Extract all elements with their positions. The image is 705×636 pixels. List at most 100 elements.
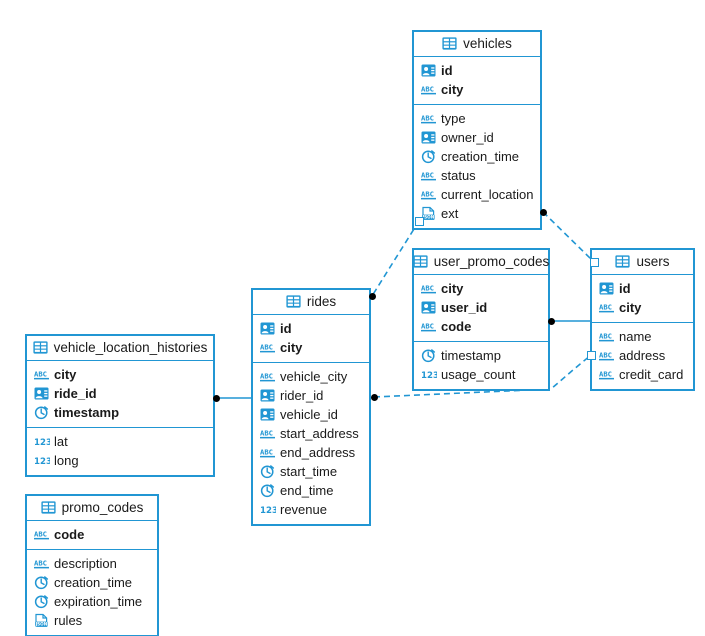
abc-text-icon: ABC xyxy=(421,281,436,296)
field-name: id xyxy=(280,321,292,336)
svg-text:ABC: ABC xyxy=(421,322,434,331)
field-name: city xyxy=(441,281,464,296)
field-name: ride_id xyxy=(54,386,97,401)
entity-header-user_promo_codes[interactable]: user_promo_codes xyxy=(413,250,549,275)
field-name: end_address xyxy=(280,445,356,460)
svg-text:123: 123 xyxy=(421,371,437,381)
field-rides-vehicle_id[interactable]: vehicle_id xyxy=(253,405,369,424)
table-icon xyxy=(442,36,457,52)
field-users-credit_card[interactable]: ABC credit_card xyxy=(592,365,693,384)
field-name: credit_card xyxy=(619,367,684,382)
field-vehicles-creation_time[interactable]: creation_time xyxy=(414,147,540,166)
entity-header-vehicle_location_histories[interactable]: vehicle_location_histories xyxy=(27,336,213,361)
svg-text:ABC: ABC xyxy=(34,370,47,379)
abc-text-icon: ABC xyxy=(260,340,275,355)
field-name: revenue xyxy=(280,502,327,517)
svg-text:ABC: ABC xyxy=(599,370,612,379)
field-vehicle_location_histories-ride_id[interactable]: ride_id xyxy=(27,384,213,403)
field-vehicle_location_histories-city[interactable]: ABC city xyxy=(27,365,213,384)
abc-text-icon: ABC xyxy=(599,348,614,363)
field-user_promo_codes-user_id[interactable]: user_id xyxy=(414,298,548,317)
field-name: rider_id xyxy=(280,388,324,403)
field-name: ext xyxy=(441,206,459,221)
field-name: expiration_time xyxy=(54,594,143,609)
relationship-start-marker-vehicles-rides xyxy=(414,216,424,226)
field-vehicles-owner_id[interactable]: owner_id xyxy=(414,128,540,147)
entity-header-promo_codes[interactable]: promo_codes xyxy=(27,496,157,521)
svg-text:ABC: ABC xyxy=(421,114,434,123)
field-rides-rider_id[interactable]: rider_id xyxy=(253,386,369,405)
field-rides-end_time[interactable]: end_time xyxy=(253,481,369,500)
relationship-end-marker-vehicles-rides xyxy=(368,292,376,300)
field-user_promo_codes-timestamp[interactable]: timestamp xyxy=(414,346,548,365)
field-rides-revenue[interactable]: 123 revenue xyxy=(253,500,369,519)
relationship-end-marker-rides-users xyxy=(586,350,596,360)
field-name: long xyxy=(54,453,79,468)
field-name: current_location xyxy=(441,187,534,202)
field-name: city xyxy=(619,300,642,315)
field-vehicles-id[interactable]: id xyxy=(414,61,540,80)
entity-title: vehicles xyxy=(463,36,512,52)
field-name: rules xyxy=(54,613,83,628)
field-users-id[interactable]: id xyxy=(592,279,693,298)
field-vehicle_location_histories-long[interactable]: 123 long xyxy=(27,451,213,470)
entity-header-rides[interactable]: rides xyxy=(253,290,369,315)
field-name: city xyxy=(54,367,77,382)
svg-text:ABC: ABC xyxy=(260,343,273,352)
field-promo_codes-rules[interactable]: JSON rules xyxy=(27,611,157,630)
entity-header-vehicles[interactable]: vehicles xyxy=(414,32,540,57)
123-number-icon: 123 xyxy=(34,453,50,468)
abc-text-icon: ABC xyxy=(599,329,614,344)
relationship-start-marker-user_promo_codes-users xyxy=(547,317,555,325)
abc-text-icon: ABC xyxy=(34,527,49,542)
id-card-icon xyxy=(260,388,275,403)
id-card-icon xyxy=(421,300,436,315)
field-vehicle_location_histories-timestamp[interactable]: timestamp xyxy=(27,403,213,422)
svg-text:123: 123 xyxy=(260,506,276,516)
abc-text-icon: ABC xyxy=(421,319,436,334)
field-user_promo_codes-city[interactable]: ABC city xyxy=(414,279,548,298)
field-rides-start_time[interactable]: start_time xyxy=(253,462,369,481)
svg-text:JSON: JSON xyxy=(35,622,48,627)
id-card-icon xyxy=(599,281,614,296)
clock-icon xyxy=(34,405,49,420)
field-rides-id[interactable]: id xyxy=(253,319,369,338)
field-user_promo_codes-code[interactable]: ABC code xyxy=(414,317,548,336)
relationship-start-marker-vehicles-users xyxy=(539,208,547,216)
clock-icon xyxy=(421,149,436,164)
field-promo_codes-creation_time[interactable]: creation_time xyxy=(27,573,157,592)
field-promo_codes-expiration_time[interactable]: expiration_time xyxy=(27,592,157,611)
field-name: code xyxy=(441,319,472,334)
table-icon xyxy=(413,254,428,270)
entity-header-users[interactable]: users xyxy=(592,250,693,275)
svg-text:ABC: ABC xyxy=(260,429,273,438)
